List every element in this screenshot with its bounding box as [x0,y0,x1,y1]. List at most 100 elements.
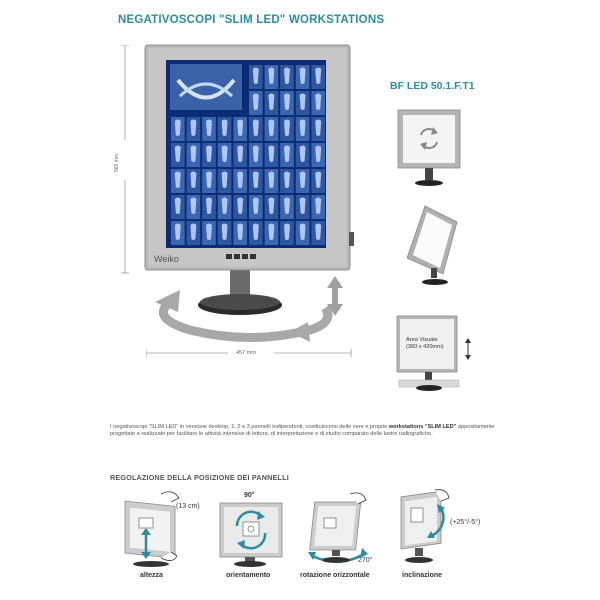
tooth-shape [284,171,290,188]
rotation-arrow-icon [155,290,333,342]
width-dimension-line [146,349,352,357]
tooth-shape [221,119,228,136]
tooth-shape [268,67,275,84]
tooth-shape [221,197,228,214]
tooth-shape [315,93,322,110]
description-part2: appositamente progettate e realizzate pe… [110,424,495,438]
tooth-shape [190,197,197,214]
tooth-shape [268,171,275,188]
tooth-shape [299,67,306,84]
tooth-shape [237,171,244,188]
hand-icon [349,492,367,505]
area-label-line1: Area Visuale [406,337,438,343]
tooth-shape [237,223,244,240]
tooth-shape [237,119,244,136]
brand-logo: Weiko [154,254,179,264]
tooth-shape [284,145,290,162]
tooth-shape [252,197,259,214]
vertical-arrow-icon [465,338,471,360]
tooth-shape [299,197,306,214]
hand-icon [160,491,180,503]
caption-altezza: altezza [140,572,163,579]
height-label: 565 mm [114,153,120,172]
tooth-shape [174,145,181,162]
tooth-shape [252,93,259,110]
main-monitor-illustration: Weiko [144,44,354,342]
tooth-shape [190,119,197,136]
tooth-shape [268,223,275,240]
height-adjust-illustration [124,491,180,567]
tooth-shape [315,223,322,240]
tooth-shape [174,119,181,136]
tooth-shape [252,171,259,188]
tilt-illustration [400,489,450,563]
rotate-icon [420,127,438,150]
description-part1: I negativoscopi "SLIM LED" in versione d… [110,424,389,430]
xray-films [170,64,325,245]
tooth-shape [252,119,259,136]
monitor-stand [198,268,282,315]
rotation-note: 270° [358,557,373,564]
tooth-shape [174,171,181,188]
control-buttons [226,254,256,259]
description-paragraph: I negativoscopi "SLIM LED" in versione d… [110,424,500,439]
tooth-shape [284,197,290,214]
orientation-note: 90° [244,492,255,499]
tooth-shape [299,93,306,110]
panoramic-film [170,64,242,110]
height-dimension-line [121,45,129,274]
orientation-illustration [219,502,283,567]
page-title: NEGATIVOSCOPI "SLIM LED" WORKSTATIONS [118,14,385,26]
tooth-shape [221,145,228,162]
tooth-shape [190,171,197,188]
tooth-shape [268,197,275,214]
tooth-shape [174,197,181,214]
side-knob [349,232,354,246]
hand-icon [160,551,178,561]
hand-icon [434,489,450,502]
tooth-shape [299,223,306,240]
tooth-shape [237,145,244,162]
area-label: Area Visuale (360 x 420mm) [406,337,444,351]
tooth-shape [206,119,212,136]
height-note: (13 cm) [176,503,200,510]
tooth-shape [252,145,259,162]
tooth-shape [284,93,290,110]
tooth-shape [299,119,306,136]
tooth-shape [174,223,181,240]
tooth-shape [206,197,212,214]
tooth-shape [268,119,275,136]
tooth-shape [299,145,306,162]
horizontal-rotation-illustration [308,492,368,563]
tooth-shape [206,145,212,162]
tooth-shape [252,67,259,84]
tooth-shape [284,67,290,84]
teeth-arch [178,82,234,98]
tooth-shape [315,67,322,84]
area-label-line2: (360 x 420mm) [406,344,444,350]
section-title: REGOLAZIONE DELLA POSIZIONE DEI PANNELLI [110,473,289,482]
tooth-shape [268,93,275,110]
tooth-shape [299,171,306,188]
caption-orientamento: orientamento [226,572,271,579]
tooth-shape [315,197,322,214]
tooth-shape [315,171,322,188]
tooth-shape [190,145,197,162]
tooth-shape [190,223,197,240]
tooth-shape [206,223,212,240]
tooth-shape [315,145,322,162]
panel-area-view [396,315,460,391]
tooth-shape [315,119,322,136]
tooth-shape [284,223,290,240]
tooth-shape [206,171,212,188]
height-adjust-arrow-icon [327,276,343,316]
panel-front-view [397,109,461,186]
tooth-shape [221,171,228,188]
teeth-arch [176,78,236,100]
model-code: BF LED 50.1.F.T1 [390,80,475,92]
panel-tilted-view [406,205,458,285]
tooth-shape [221,223,228,240]
width-label: 457 mm [236,350,256,356]
tooth-shape [268,145,275,162]
tilt-note: (+25°/-5°) [450,519,481,526]
